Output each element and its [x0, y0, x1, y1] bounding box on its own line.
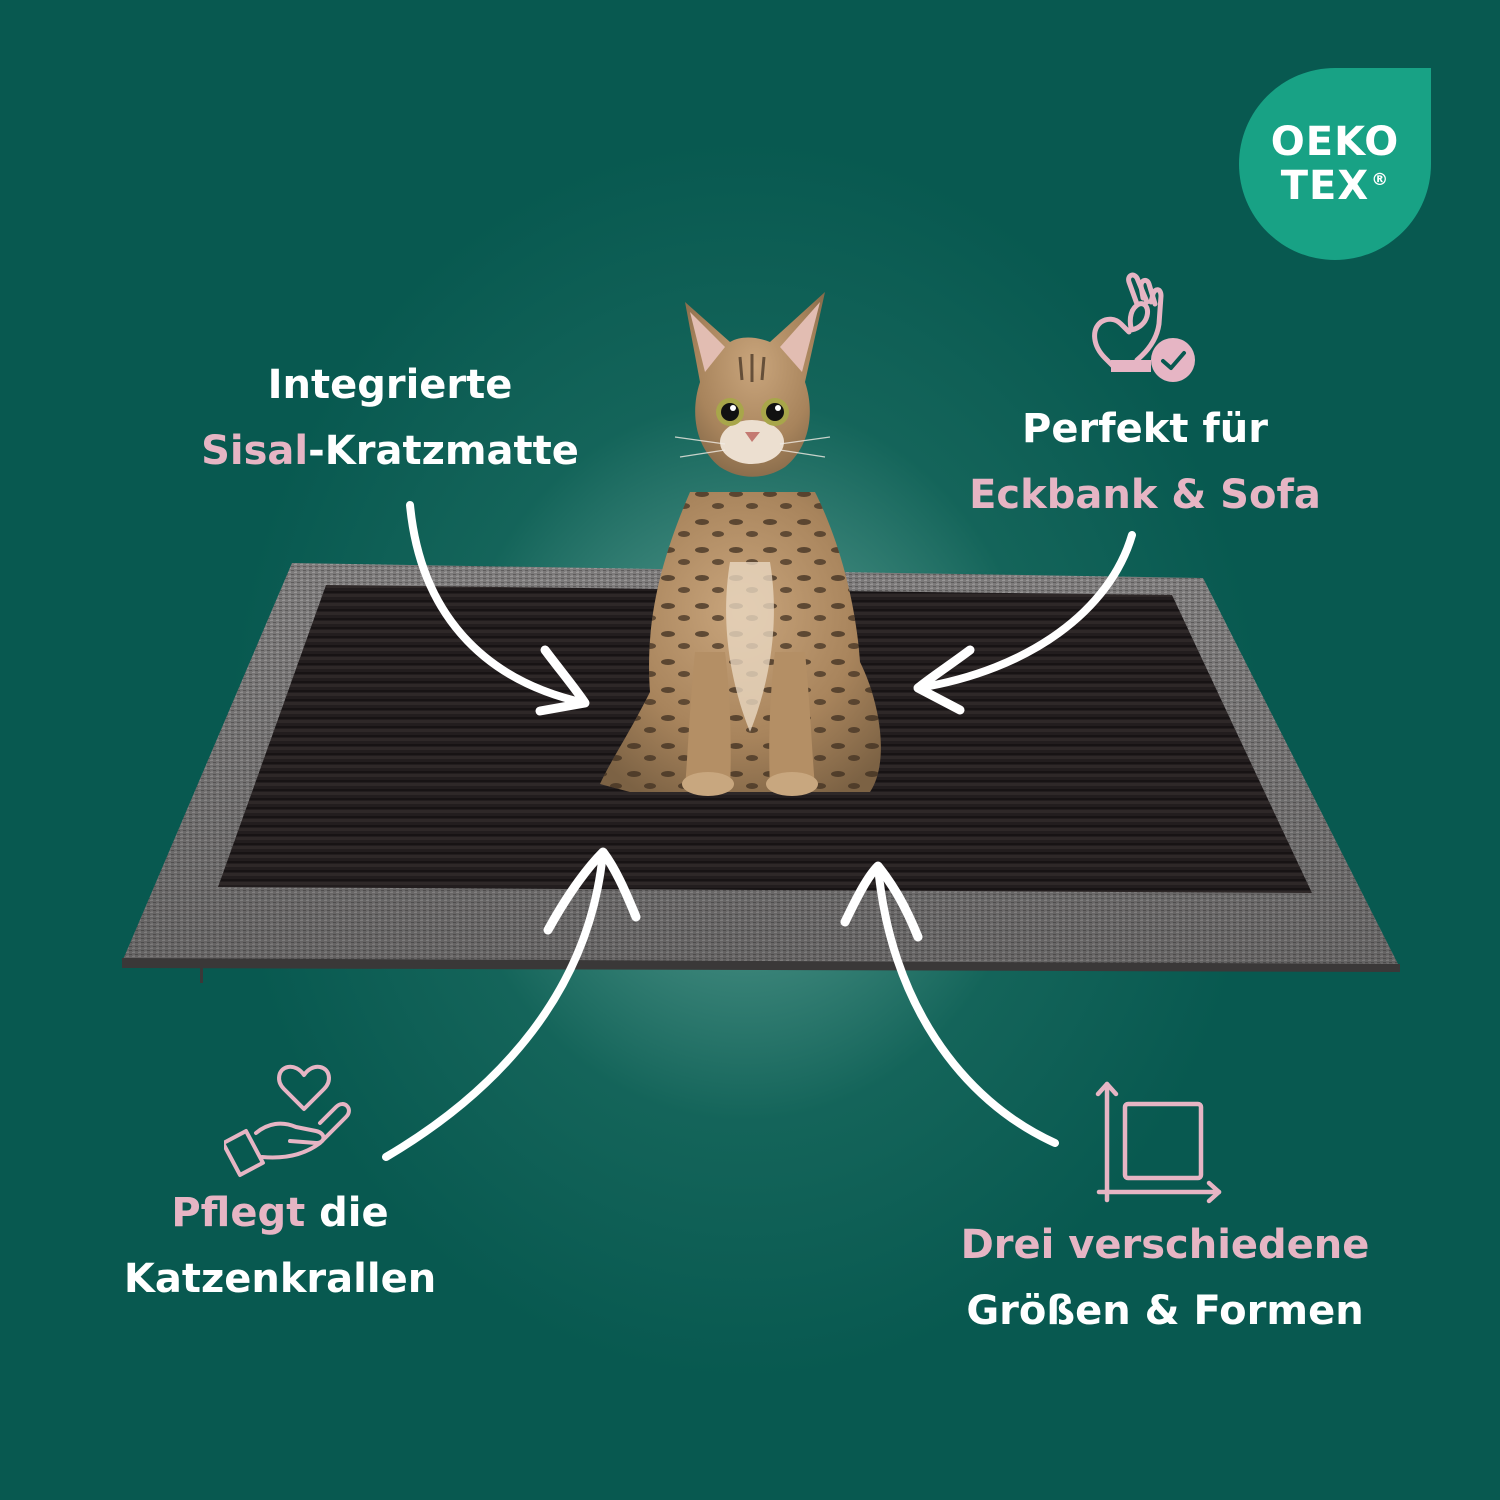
feature-corner-bench-line2: Eckbank & Sofa	[969, 472, 1321, 518]
tabby-cat-image	[600, 292, 881, 796]
feature-sizes-line2: Größen & Formen	[966, 1288, 1364, 1334]
feature-claw-care-line1: Pflegt die	[100, 1180, 460, 1246]
feature-sisal-rest: -Kratzmatte	[308, 428, 579, 474]
feature-sizes-line1: Drei verschiedene	[960, 1222, 1370, 1268]
badge-line-2: TEX®	[1281, 164, 1389, 208]
registered-mark: ®	[1371, 169, 1390, 190]
feature-sisal-highlight: Sisal	[201, 428, 309, 474]
feature-sizes: Drei verschiedene Größen & Formen	[930, 1212, 1400, 1344]
feature-sisal-line2: Sisal-Kratzmatte	[180, 418, 600, 484]
dimensions-square-icon	[1095, 1081, 1222, 1204]
oeko-tex-badge: OEKO TEX®	[1239, 68, 1431, 260]
feature-claw-care-line2: Katzenkrallen	[123, 1256, 437, 1302]
feature-claw-care-highlight: Pflegt	[171, 1190, 306, 1236]
feature-corner-bench-line1: Perfekt für	[1022, 406, 1268, 452]
hand-heart-icon	[224, 1064, 351, 1177]
feature-sisal-line1: Integrierte	[267, 362, 513, 408]
feature-corner-bench: Perfekt für Eckbank & Sofa	[945, 396, 1345, 528]
ok-hand-check-icon	[1092, 272, 1195, 382]
feature-sisal: Integrierte Sisal-Kratzmatte	[180, 352, 600, 484]
badge-line-1: OEKO	[1270, 119, 1400, 165]
badge-tex: TEX	[1280, 163, 1370, 209]
feature-claw-care-rest: die	[305, 1190, 389, 1236]
feature-claw-care: Pflegt die Katzenkrallen	[100, 1180, 460, 1312]
